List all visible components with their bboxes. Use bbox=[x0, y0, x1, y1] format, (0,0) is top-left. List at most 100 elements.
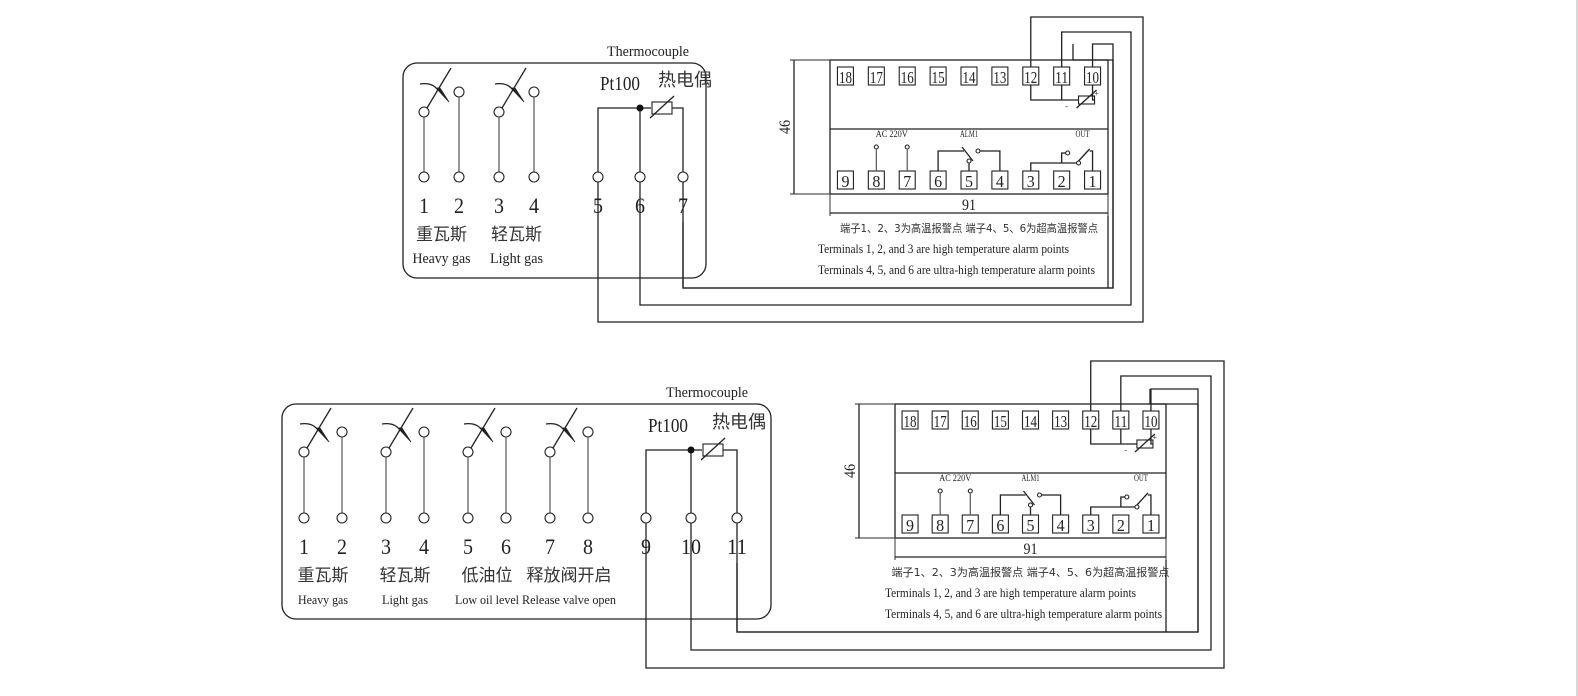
terminal-box-14 bbox=[1021, 410, 1040, 430]
switch-contact-node bbox=[500, 426, 512, 438]
controller-body bbox=[894, 403, 1167, 539]
resistor-slash bbox=[1076, 89, 1097, 109]
switch-pointer-icon bbox=[397, 427, 412, 443]
terminal-node bbox=[298, 512, 310, 524]
terminal-number: 3 bbox=[494, 193, 504, 218]
switch-pivot-node bbox=[544, 446, 556, 458]
terminal-node bbox=[418, 512, 430, 524]
switch-arc bbox=[463, 422, 483, 431]
out-node bbox=[1134, 504, 1140, 510]
width-dimension: 91 bbox=[962, 197, 976, 214]
internal-wire bbox=[1090, 429, 1137, 445]
thermocouple-label: Thermocouple bbox=[666, 385, 748, 401]
height-dimension: 46 bbox=[777, 120, 794, 134]
thermocouple-label: Thermocouple bbox=[607, 44, 689, 60]
terminal-number: 8 bbox=[583, 534, 593, 559]
alm-wire bbox=[1041, 494, 1062, 515]
switch-pointer-icon bbox=[510, 87, 525, 103]
wire-to-terminal-11 bbox=[639, 31, 1132, 306]
pt100-resistor bbox=[702, 443, 724, 457]
switch-arc bbox=[419, 82, 439, 91]
alm-blade bbox=[961, 146, 974, 162]
scrollbar[interactable] bbox=[1576, 0, 1578, 696]
terminal-label: 13 bbox=[993, 68, 1006, 87]
terminal-label: 7 bbox=[966, 516, 974, 535]
terminal-label: 17 bbox=[934, 412, 947, 431]
terminal-node bbox=[418, 171, 430, 183]
terminal-number: 2 bbox=[337, 534, 347, 559]
switch-label-cn: 轻瓦斯 bbox=[491, 225, 542, 245]
ac-220v-label: AC 220V bbox=[876, 129, 908, 139]
terminal-label: 14 bbox=[963, 68, 976, 87]
terminal-node bbox=[493, 171, 505, 183]
terminal-box-15 bbox=[929, 66, 947, 86]
switch-contact-node bbox=[582, 426, 594, 438]
terminal-label: 4 bbox=[996, 172, 1004, 191]
terminal-number: 7 bbox=[545, 534, 555, 559]
out-node bbox=[1065, 150, 1071, 156]
junction-dot bbox=[687, 446, 695, 454]
terminal-node bbox=[685, 512, 697, 524]
terminal-label: 6 bbox=[996, 516, 1004, 535]
wire-to-terminal-12 bbox=[597, 16, 1144, 323]
out-blade bbox=[1078, 148, 1091, 162]
terminal-label: 1 bbox=[1089, 172, 1097, 191]
wire-to-terminal-10 bbox=[682, 43, 1114, 289]
switch-pivot-node bbox=[380, 446, 392, 458]
terminal-label: 4 bbox=[1057, 516, 1065, 535]
ac-node bbox=[937, 488, 943, 494]
terminal-label: 18 bbox=[904, 412, 917, 431]
out-label: OUT bbox=[1134, 473, 1148, 483]
switch-pivot-node bbox=[418, 106, 430, 118]
width-dimension: 91 bbox=[1024, 541, 1038, 558]
terminal-label: 7 bbox=[903, 172, 911, 191]
note-en-1: Terminals 1, 2, and 3 are high temperatu… bbox=[885, 585, 1136, 600]
terminal-label: 3 bbox=[1027, 172, 1035, 191]
out-wire bbox=[1030, 162, 1077, 171]
terminal-node bbox=[462, 512, 474, 524]
switch-contact-node bbox=[418, 426, 430, 438]
terminal-label: 18 bbox=[839, 68, 852, 87]
thermocouple-cn-label: 热电偶 bbox=[712, 412, 766, 433]
note-cn: 端子1、2、3为高温报警点 端子4、5、6为超高温报警点 bbox=[892, 565, 1170, 579]
height-dimension: 46 bbox=[842, 464, 859, 478]
plus-sign: + bbox=[1153, 433, 1158, 442]
out-node bbox=[1124, 494, 1130, 500]
switch-label-cn: 低油位 bbox=[462, 566, 513, 586]
ac-node bbox=[904, 144, 910, 150]
terminal-label: 8 bbox=[936, 516, 944, 535]
field-panel bbox=[281, 403, 772, 620]
plus-sign: + bbox=[1094, 89, 1099, 98]
switch-contact-node bbox=[336, 426, 348, 438]
terminal-label: 3 bbox=[1087, 516, 1095, 535]
terminal-label: 6 bbox=[934, 172, 942, 191]
ac-220v-label: AC 220V bbox=[939, 473, 971, 483]
wire-to-terminal-11 bbox=[690, 375, 1212, 651]
switch-label-en: Heavy gas bbox=[298, 592, 348, 607]
minus-sign: - bbox=[1124, 446, 1127, 455]
out-wire bbox=[1089, 150, 1094, 171]
terminal-number: 2 bbox=[454, 193, 464, 218]
note-cn: 端子1、2、3为高温报警点 端子4、5、6为超高温报警点 bbox=[840, 221, 1098, 235]
junction-dot bbox=[636, 104, 644, 112]
switch-label-en: Light gas bbox=[490, 251, 543, 267]
controller-body bbox=[829, 59, 1109, 195]
out-wire bbox=[1120, 496, 1125, 507]
sensor-wire bbox=[723, 449, 738, 513]
out-label: OUT bbox=[1076, 129, 1090, 139]
terminal-node bbox=[336, 512, 348, 524]
ac-node bbox=[873, 144, 879, 150]
alm-node bbox=[1036, 492, 1043, 498]
switch-arc bbox=[381, 422, 401, 431]
terminal-node bbox=[528, 171, 540, 183]
terminal-label: 12 bbox=[1024, 68, 1037, 87]
terminal-node bbox=[731, 512, 743, 524]
switch-pivot-node bbox=[298, 446, 310, 458]
switch-label-cn: 释放阀开启 bbox=[527, 566, 612, 586]
